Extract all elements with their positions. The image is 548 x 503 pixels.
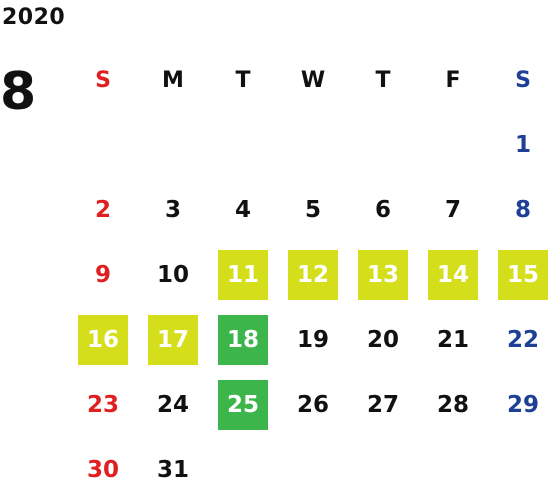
calendar-empty-cell: [138, 112, 208, 177]
calendar-day[interactable]: 30: [68, 437, 138, 502]
calendar-day-number: 11: [218, 249, 268, 300]
calendar-empty-cell: [348, 112, 418, 177]
calendar-day-number: 26: [296, 391, 329, 418]
calendar-day-number: 31: [156, 456, 189, 483]
calendar-day-number: 16: [78, 314, 128, 365]
calendar-day-number: 20: [366, 326, 399, 353]
calendar-day[interactable]: 31: [138, 437, 208, 502]
calendar-day[interactable]: 27: [348, 372, 418, 437]
calendar-day-number: 12: [288, 249, 338, 300]
calendar-day[interactable]: 7: [418, 177, 488, 242]
calendar-day-number: 22: [506, 326, 539, 353]
calendar-day-number: 17: [148, 314, 198, 365]
calendar-day[interactable]: 9: [68, 242, 138, 307]
weekday-header-sunday: S: [95, 67, 111, 93]
calendar-day-number: [288, 120, 338, 170]
calendar-day-number: [428, 445, 478, 495]
calendar-empty-cell: [418, 437, 488, 502]
calendar-day-number: 29: [506, 391, 539, 418]
calendar-day-number: 23: [86, 391, 119, 418]
calendar-empty-cell: [208, 112, 278, 177]
calendar-day[interactable]: 26: [278, 372, 348, 437]
calendar-day[interactable]: 14: [418, 242, 488, 307]
calendar-day[interactable]: 2: [68, 177, 138, 242]
calendar-day-number: 30: [86, 456, 119, 483]
calendar-day[interactable]: 29: [488, 372, 548, 437]
calendar-day-number: 18: [218, 314, 268, 365]
weekday-header-friday: F: [445, 67, 461, 93]
calendar-empty-cell: [208, 437, 278, 502]
calendar-day[interactable]: 19: [278, 307, 348, 372]
calendar-day[interactable]: 12: [278, 242, 348, 307]
calendar-day-number: 25: [218, 379, 268, 430]
calendar-day-number: [78, 120, 128, 170]
calendar-day-number: 28: [436, 391, 469, 418]
calendar-day[interactable]: 21: [418, 307, 488, 372]
calendar-day-number: 15: [498, 249, 548, 300]
calendar-day-number: 2: [94, 196, 111, 223]
calendar-day-number: [498, 445, 548, 495]
calendar-day-number: 21: [436, 326, 469, 353]
calendar-day[interactable]: 10: [138, 242, 208, 307]
calendar-empty-cell: [348, 437, 418, 502]
calendar-day-number: 27: [366, 391, 399, 418]
calendar-day-number: 3: [164, 196, 181, 223]
calendar-day-number: [148, 120, 198, 170]
calendar-empty-cell: [278, 437, 348, 502]
calendar-day-number: 10: [156, 261, 189, 288]
calendar-day-number: 1: [514, 131, 531, 158]
calendar-day-number: 19: [296, 326, 329, 353]
calendar-day-number: 6: [374, 196, 391, 223]
calendar-day[interactable]: 13: [348, 242, 418, 307]
calendar-empty-cell: [68, 112, 138, 177]
calendar-day-number: 8: [514, 196, 531, 223]
calendar-day[interactable]: 4: [208, 177, 278, 242]
calendar-day-number: 4: [234, 196, 251, 223]
calendar-day[interactable]: 18: [208, 307, 278, 372]
calendar-day[interactable]: 23: [68, 372, 138, 437]
calendar-day[interactable]: 3: [138, 177, 208, 242]
calendar-day-number: [428, 120, 478, 170]
calendar-day[interactable]: 17: [138, 307, 208, 372]
calendar-day-number: [358, 445, 408, 495]
calendar-day[interactable]: 8: [488, 177, 548, 242]
month-label: 8: [0, 62, 37, 122]
calendar-day-number: [358, 120, 408, 170]
calendar-day[interactable]: 25: [208, 372, 278, 437]
calendar-empty-cell: [278, 112, 348, 177]
calendar-day-number: 13: [358, 249, 408, 300]
weekday-header-monday: M: [162, 67, 184, 93]
calendar-day[interactable]: 15: [488, 242, 548, 307]
weekday-header-thursday: T: [375, 67, 391, 93]
calendar-day[interactable]: 6: [348, 177, 418, 242]
calendar-day[interactable]: 11: [208, 242, 278, 307]
calendar-day-number: 24: [156, 391, 189, 418]
calendar-day[interactable]: 1: [488, 112, 548, 177]
calendar-day[interactable]: 24: [138, 372, 208, 437]
calendar-day-number: 14: [428, 249, 478, 300]
calendar-day[interactable]: 16: [68, 307, 138, 372]
calendar-day-number: 5: [304, 196, 321, 223]
calendar-day[interactable]: 5: [278, 177, 348, 242]
calendar-day[interactable]: 22: [488, 307, 548, 372]
weekday-header-tuesday: T: [235, 67, 251, 93]
calendar-day-number: 9: [94, 261, 111, 288]
calendar-day[interactable]: 20: [348, 307, 418, 372]
calendar-day[interactable]: 28: [418, 372, 488, 437]
calendar-day-number: 7: [444, 196, 461, 223]
weekday-header-wednesday: W: [300, 67, 326, 93]
weekday-header-saturday: S: [515, 67, 531, 93]
calendar-empty-cell: [418, 112, 488, 177]
year-label: 2020: [2, 5, 66, 30]
calendar-day-number: [218, 120, 268, 170]
calendar-day-number: [218, 445, 268, 495]
calendar-day-number: [288, 445, 338, 495]
calendar-empty-cell: [488, 437, 548, 502]
